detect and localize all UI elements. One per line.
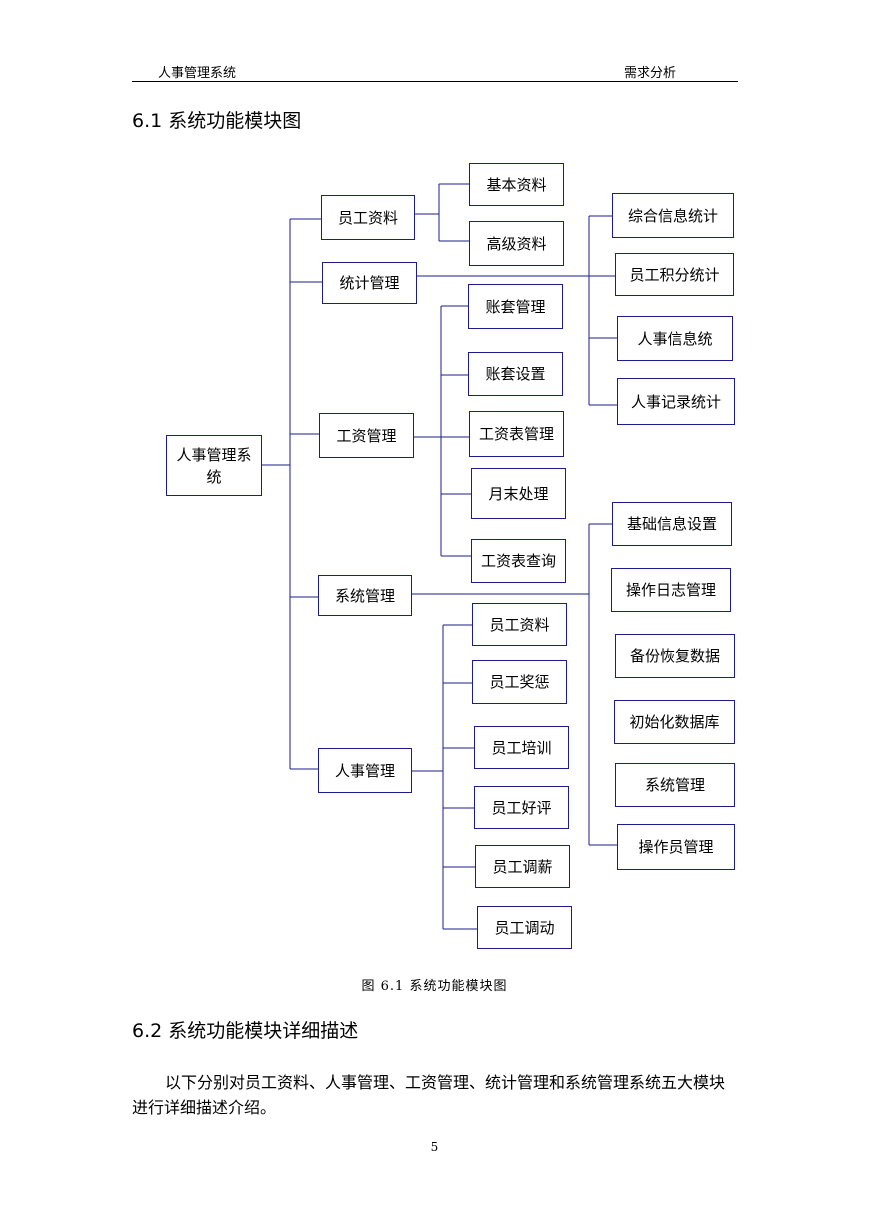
node-general-stats: 综合信息统计 bbox=[612, 193, 734, 238]
node-personnel-record-stats-label: 人事记录统计 bbox=[630, 392, 721, 411]
root-node: 人事管理系统 bbox=[166, 435, 262, 496]
header-left-title: 人事管理系统 bbox=[158, 66, 237, 81]
node-operation-log-label: 操作日志管理 bbox=[625, 581, 716, 599]
node-init-database: 初始化数据库 bbox=[614, 700, 735, 744]
node-p-salary-adjust-label: 员工调薪 bbox=[492, 857, 553, 876]
node-system-label: 系统管理 bbox=[334, 586, 395, 605]
node-p-praise-label: 员工好评 bbox=[491, 798, 552, 817]
node-points-stats-label: 员工积分统计 bbox=[629, 265, 720, 284]
node-backup-restore: 备份恢复数据 bbox=[615, 634, 735, 678]
page-number: 5 bbox=[430, 1140, 439, 1154]
header-right-title: 需求分析 bbox=[624, 66, 677, 81]
node-p-staff-info-label: 员工资料 bbox=[489, 615, 550, 634]
figure-caption: 图 6.1 系统功能模块图 bbox=[361, 979, 508, 994]
node-statistics: 统计管理 bbox=[322, 262, 417, 304]
node-operation-log: 操作日志管理 bbox=[611, 568, 731, 612]
node-operator-mgmt-label: 操作员管理 bbox=[638, 838, 714, 856]
node-advanced-info: 高级资料 bbox=[469, 221, 564, 266]
node-month-end-label: 月末处理 bbox=[488, 484, 549, 503]
node-base-info-setup: 基础信息设置 bbox=[612, 502, 732, 546]
node-payroll-query-label: 工资表查询 bbox=[480, 552, 556, 570]
node-basic-info: 基本资料 bbox=[469, 163, 564, 206]
node-backup-restore-label: 备份恢复数据 bbox=[629, 647, 720, 665]
node-base-info-setup-label: 基础信息设置 bbox=[626, 515, 717, 533]
node-basic-info-label: 基本资料 bbox=[486, 175, 547, 194]
section-6-1-title: 6.1 系统功能模块图 bbox=[132, 110, 302, 132]
node-general-stats-label: 综合信息统计 bbox=[627, 206, 718, 225]
node-system: 系统管理 bbox=[318, 575, 412, 616]
node-account-set-config-label: 账套设置 bbox=[485, 365, 546, 383]
node-personnel-info-stats-label: 人事信息统 bbox=[637, 329, 713, 348]
section-6-2-title: 6.2 系统功能模块详细描述 bbox=[132, 1020, 359, 1042]
header-rule bbox=[132, 81, 738, 82]
node-personnel: 人事管理 bbox=[318, 748, 412, 793]
node-salary-label: 工资管理 bbox=[336, 426, 397, 445]
node-month-end: 月末处理 bbox=[471, 468, 566, 519]
node-p-reward-penalty-label: 员工奖惩 bbox=[489, 673, 550, 691]
node-p-transfer-label: 员工调动 bbox=[494, 918, 555, 937]
node-staff-info-label: 员工资料 bbox=[337, 208, 398, 227]
node-p-training-label: 员工培训 bbox=[491, 738, 552, 757]
node-personnel-label: 人事管理 bbox=[334, 761, 395, 780]
node-account-set-mgmt: 账套管理 bbox=[468, 284, 563, 329]
node-operator-mgmt: 操作员管理 bbox=[617, 824, 735, 870]
node-personnel-info-stats: 人事信息统 bbox=[617, 316, 733, 361]
node-system-admin-label: 系统管理 bbox=[644, 776, 705, 794]
node-payroll-query: 工资表查询 bbox=[471, 539, 566, 583]
node-p-transfer: 员工调动 bbox=[477, 906, 572, 949]
node-points-stats: 员工积分统计 bbox=[615, 253, 734, 296]
node-payroll-mgmt: 工资表管理 bbox=[469, 411, 564, 457]
node-personnel-record-stats: 人事记录统计 bbox=[617, 378, 735, 425]
node-init-database-label: 初始化数据库 bbox=[629, 713, 720, 731]
node-salary: 工资管理 bbox=[319, 413, 414, 458]
node-payroll-mgmt-label: 工资表管理 bbox=[478, 425, 554, 443]
node-p-salary-adjust: 员工调薪 bbox=[475, 845, 570, 888]
body-paragraph: 以下分别对员工资料、人事管理、工资管理、统计管理和系统管理系统五大模块进行详细描… bbox=[132, 1073, 726, 1117]
node-account-set-config: 账套设置 bbox=[468, 352, 563, 396]
node-p-praise: 员工好评 bbox=[474, 786, 569, 829]
node-p-training: 员工培训 bbox=[474, 726, 569, 769]
node-system-admin: 系统管理 bbox=[615, 763, 735, 807]
node-account-set-mgmt-label: 账套管理 bbox=[485, 297, 546, 316]
node-p-staff-info: 员工资料 bbox=[472, 603, 567, 646]
node-p-reward-penalty: 员工奖惩 bbox=[472, 660, 567, 704]
root-node-label: 人事管理系统 bbox=[176, 445, 252, 486]
node-staff-info: 员工资料 bbox=[321, 195, 415, 240]
node-statistics-label: 统计管理 bbox=[339, 274, 400, 292]
node-advanced-info-label: 高级资料 bbox=[486, 234, 547, 253]
